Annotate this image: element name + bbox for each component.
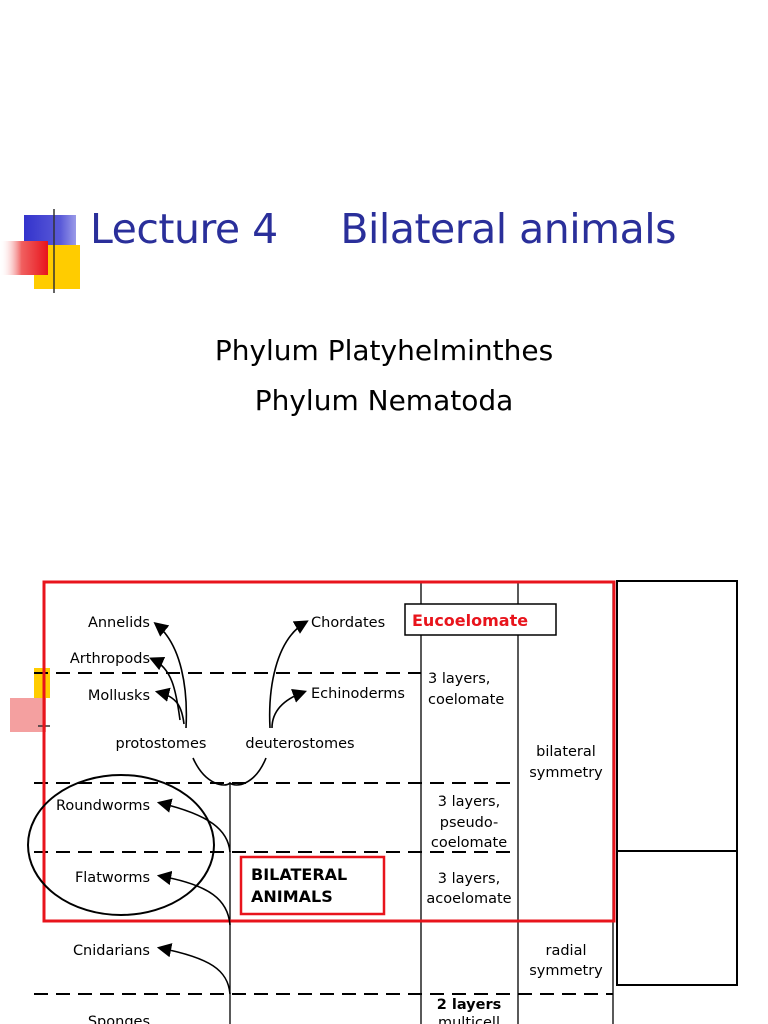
taxon-sponges: Sponges [88,1014,150,1024]
branch-echinoderms-arrow [271,689,308,729]
branch-cnidarians-arrow [156,943,231,995]
layers-pseudo-line1: 3 layers, [438,794,500,810]
branch-arthropods-arrow [149,657,181,721]
branch-deuterostomes: deuterostomes [245,736,354,752]
branch-chordates-arrow [268,620,309,729]
eucoelomate-label: Eucoelomate [412,611,528,630]
layers-coelomate-line2: coelomate [428,692,504,708]
layers-acoelomate-line1: 3 layers, [438,871,500,887]
taxon-chordates: Chordates [311,615,385,631]
bilateral-animals-label-line1: BILATERAL [251,865,347,884]
branch-protostome-deuterostome-join [192,757,267,786]
taxon-cnidarians: Cnidarians [73,943,150,959]
symmetry-radial-line1: radial [546,943,587,959]
layers-acoelomate-line2: acoelomate [426,891,511,907]
phylogeny-diagram: Annelids Arthropods Mollusks Roundworms … [10,580,738,1024]
branch-protostomes: protostomes [116,736,207,752]
taxon-annelids: Annelids [88,615,150,631]
branch-mollusks-arrow [154,687,185,725]
layers-pseudo-line3: coelomate [431,835,507,851]
subtitle-nematoda: Phylum Nematoda [254,384,514,417]
symmetry-radial-line2: symmetry [529,963,603,979]
layers-two-line1: 2 layers [437,997,502,1013]
accent-red-bar [0,241,48,275]
right-panel-box [616,580,738,986]
symmetry-bilateral-line1: bilateral [536,744,596,760]
worms-circle [27,774,215,916]
branch-flatworms-arrow [156,870,231,926]
taxon-flatworms: Flatworms [75,870,150,886]
taxon-arthropods: Arthropods [70,651,150,667]
eucoelomate-box [404,603,557,636]
branch-roundworms-arrow [156,798,231,853]
slide-title: Lecture 4 Bilateral animals [90,205,676,253]
accent-red-bar-lower [10,698,46,732]
layers-pseudo-line2: pseudo- [440,815,498,831]
symmetry-bilateral-line2: symmetry [529,765,603,781]
layers-two-line2: multicell [438,1015,500,1024]
title-accent-graphic [0,209,768,293]
bilateral-highlight-frame [42,580,616,923]
taxon-echinoderms: Echinoderms [311,686,405,702]
taxon-roundworms: Roundworms [56,798,150,814]
bilateral-animals-box [239,855,386,916]
subtitle-platyhelminthes: Phylum Platyhelminthes [214,334,554,367]
layers-coelomate-line1: 3 layers, [428,671,490,687]
branch-annelids-arrow [153,621,188,729]
bilateral-animals-label-line2: ANIMALS [251,887,333,906]
taxon-mollusks: Mollusks [88,688,150,704]
accent-yellow-square-lower [34,668,50,698]
